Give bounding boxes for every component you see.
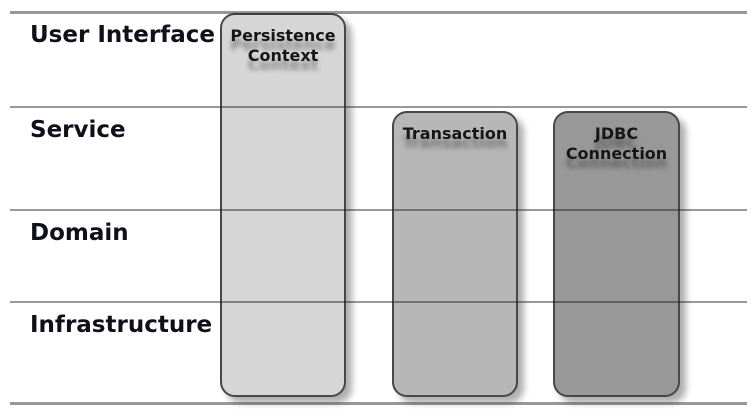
layer-divider-infrastructure xyxy=(10,301,747,303)
layer-label-infrastructure: Infrastructure xyxy=(30,312,213,338)
box-label-line: JDBC xyxy=(594,124,639,143)
box-label-line: Context xyxy=(247,46,319,65)
box-label-line: Connection xyxy=(565,144,668,163)
box-transaction: Transaction xyxy=(392,111,518,397)
box-persistence-context: Persistence Context xyxy=(220,13,346,397)
box-label-line: Persistence xyxy=(230,26,336,45)
layer-label-service: Service xyxy=(30,117,126,143)
layer-divider-domain xyxy=(10,209,747,211)
layer-label-user-interface: User Interface xyxy=(30,22,215,48)
box-jdbc-connection: JDBC Connection xyxy=(553,111,680,397)
layer-label-domain: Domain xyxy=(30,220,129,246)
box-label-line: Transaction xyxy=(402,124,508,143)
box-persistence-context-label: Persistence Context xyxy=(222,15,344,66)
layer-divider-bottom xyxy=(10,402,747,405)
box-jdbc-connection-label: JDBC Connection xyxy=(555,113,678,164)
box-transaction-label: Transaction xyxy=(394,113,516,144)
layer-divider-top xyxy=(10,11,747,14)
layer-divider-service xyxy=(10,106,747,108)
